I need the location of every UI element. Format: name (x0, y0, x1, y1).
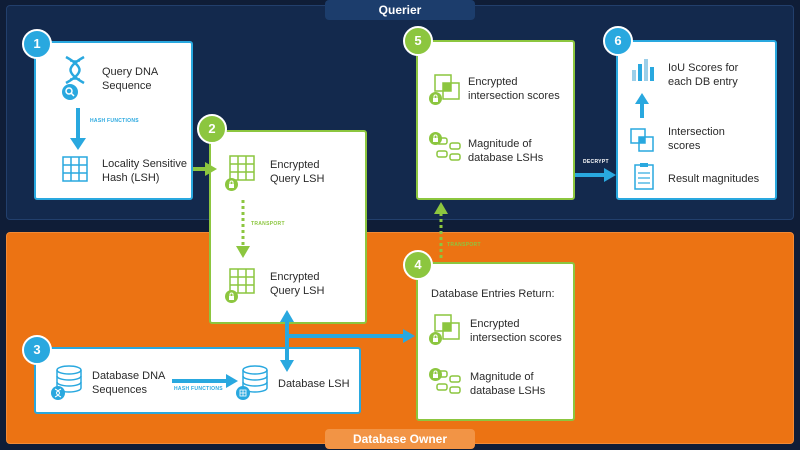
lock-icon (429, 332, 442, 345)
grid-icon (229, 155, 255, 181)
step6-badge: 6 (603, 26, 633, 56)
step4-box (416, 262, 575, 421)
hash-functions-label-1: HASH FUNCTIONS (90, 118, 139, 124)
step3-badge: 3 (22, 335, 52, 365)
lock-icon (225, 290, 238, 303)
step1-badge: 1 (22, 29, 52, 59)
hash-functions-label-2: HASH FUNCTIONS (174, 386, 223, 392)
database-entries-return-heading: Database Entries Return: (431, 288, 555, 300)
lock-icon (429, 92, 442, 105)
querier-label: Querier (325, 0, 475, 20)
transport-label-1: TRANSPORT (251, 221, 285, 227)
dna-icon (51, 386, 65, 400)
lock-icon (429, 132, 442, 145)
squares-icon (434, 74, 460, 100)
grid-icon (62, 156, 88, 182)
lock-icon (429, 368, 442, 381)
step1-box (34, 41, 193, 200)
squares-icon (630, 128, 654, 152)
step4-badge: 4 (403, 250, 433, 280)
grid-icon (236, 386, 250, 400)
decrypt-label: DECRYPT (583, 159, 609, 165)
database-lsh-label: Database LSH (278, 378, 350, 390)
search-icon (62, 84, 78, 100)
grid-icon (229, 268, 255, 294)
result-magnitudes-label: Result magnitudes (668, 173, 760, 185)
dna-icon (65, 55, 85, 85)
clipboard-icon (634, 163, 654, 190)
step5-badge: 5 (403, 26, 433, 56)
transport-label-2: TRANSPORT (447, 242, 481, 248)
bar-chart-icon (632, 59, 654, 81)
step2-badge: 2 (197, 114, 227, 144)
lock-icon (225, 178, 238, 191)
database-owner-label: Database Owner (325, 429, 475, 449)
squares-icon (434, 314, 460, 340)
step5-box (416, 40, 575, 200)
